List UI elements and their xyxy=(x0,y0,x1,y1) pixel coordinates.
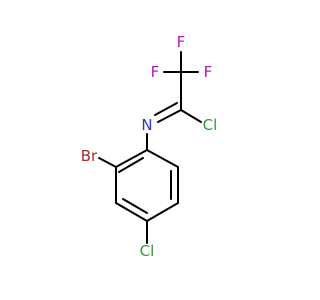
ring-bond-4 xyxy=(146,202,179,222)
ring-bond-3 xyxy=(115,202,148,222)
atom-cl-ring: Cl xyxy=(140,242,155,260)
atom-f-top: F xyxy=(177,33,186,51)
bond-imidoyl-cl xyxy=(180,109,202,123)
ring-bond-3-inner xyxy=(122,198,148,214)
atom-f-left: F xyxy=(151,63,160,81)
atom-layer: F F F N Cl Br Cl xyxy=(81,33,218,260)
molecule-structure: F F F N Cl Br Cl xyxy=(81,33,218,260)
bond-imidoyl-n-2 xyxy=(154,102,178,116)
bond-ring-br xyxy=(98,157,117,168)
atom-cl-imidoyl: Cl xyxy=(203,116,218,134)
ring-bond-1-inner xyxy=(118,157,144,173)
ring-bond-6 xyxy=(146,149,179,168)
bond-layer xyxy=(98,51,202,244)
bond-imidoyl-n-1 xyxy=(157,109,182,123)
atom-br-ring: Br xyxy=(81,147,98,165)
atom-n-imine: N xyxy=(141,116,152,134)
atom-f-right: F xyxy=(204,63,213,81)
ring-bond-1 xyxy=(115,149,148,168)
